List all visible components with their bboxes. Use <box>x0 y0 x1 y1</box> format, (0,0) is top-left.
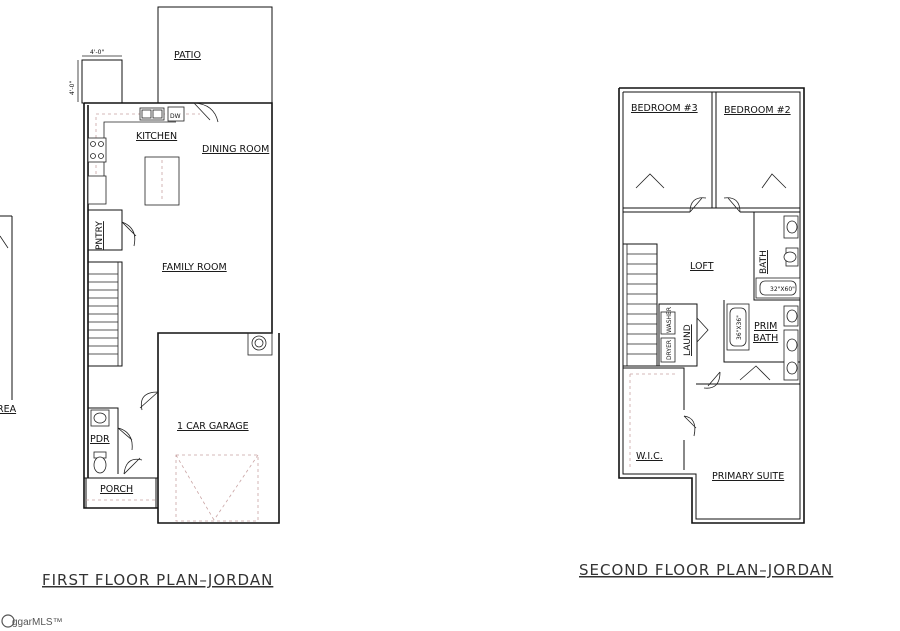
fragment-label: REA <box>0 404 17 415</box>
watermark-text: ggarMLS™ <box>12 617 63 628</box>
tub-size-label: 32"X60" <box>770 286 795 293</box>
washer-label: WASHER <box>666 307 673 333</box>
laundry-label: LAUND <box>683 324 693 356</box>
dryer-label: DRYER <box>666 340 673 360</box>
first-floor-outer-wall <box>84 102 280 524</box>
bumpout-depth-dim: 4'-0" <box>69 81 76 95</box>
patio-label: PATIO <box>174 50 201 61</box>
second-floor-plan: BEDROOM #3 BEDROOM #2 BATH 32"X60" LOFT <box>579 87 833 579</box>
bedroom-2-label: BEDROOM #2 <box>724 105 791 116</box>
bedroom-3-label: BEDROOM #3 <box>631 103 698 114</box>
pantry-label: PNTRY <box>95 221 105 250</box>
bumpout-width-dim: 4'-0" <box>90 49 104 56</box>
dining-room-label: DINING ROOM <box>202 144 269 155</box>
primary-suite-label: PRIMARY SUITE <box>712 471 784 482</box>
shower-size-label: 36"X36" <box>736 315 743 340</box>
first-floor-title: FIRST FLOOR PLAN–JORDAN <box>42 571 273 589</box>
prim-bath-label-2: BATH <box>753 333 778 344</box>
bumpout-outline <box>81 59 123 104</box>
loft-label: LOFT <box>690 261 714 272</box>
first-floor-plan: PATIO 4'-0" 4'-0" DW KITCHEN DINING ROOM <box>42 6 280 589</box>
wic-label: W.I.C. <box>636 451 663 462</box>
family-room-label: FAMILY ROOM <box>162 262 227 273</box>
porch-label: PORCH <box>100 484 133 495</box>
prim-bath-label-1: PRIM <box>754 321 777 332</box>
adjacent-plan-fragment: REA <box>0 215 17 415</box>
second-floor-outer-wall <box>618 87 805 524</box>
powder-room-label: PDR <box>90 434 110 445</box>
bath-label: BATH <box>759 250 769 274</box>
second-floor-title: SECOND FLOOR PLAN–JORDAN <box>579 561 833 579</box>
dishwasher-label: DW <box>170 113 181 120</box>
garage-label: 1 CAR GARAGE <box>177 421 249 432</box>
mls-logo-icon <box>1 614 15 628</box>
kitchen-label: KITCHEN <box>136 131 177 142</box>
mls-watermark: ggarMLS™ <box>1 614 63 628</box>
second-floor-stairs <box>622 243 658 367</box>
